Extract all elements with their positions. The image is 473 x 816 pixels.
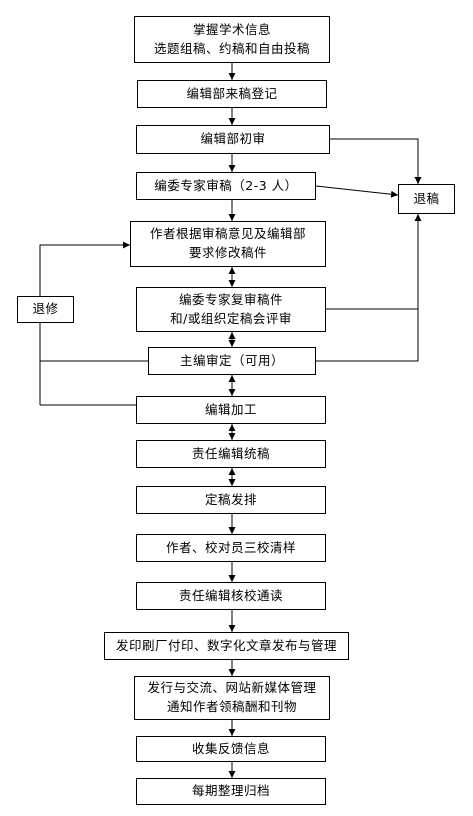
- step-compile: 责任编辑统稿: [136, 440, 326, 468]
- step-final-check: 责任编辑核校通读: [136, 582, 326, 610]
- arrow-n7-reject: [316, 214, 422, 362]
- step-text: 要求修改稿件: [188, 245, 267, 260]
- step-distribution: 发行与交流、网站新媒体管理 通知作者领稿酬和刊物: [134, 676, 330, 720]
- step-text: 编委专家审稿（2-3 人）: [154, 177, 298, 193]
- step-text: 主编审定（可用）: [179, 352, 284, 368]
- step-author-revision: 作者根据审稿意见及编辑部 要求修改稿件: [130, 221, 326, 267]
- node-revise: 退修: [17, 296, 74, 323]
- arrow-n3-reject: [330, 138, 422, 184]
- step-text: 责任编辑核校通读: [178, 587, 283, 603]
- step-proofread: 作者、校对员三校清样: [136, 534, 326, 562]
- step-text: 选题组稿、约稿和自由投稿: [153, 40, 310, 56]
- step-text: 编辑部来稿登记: [186, 85, 278, 101]
- step-text: 和/或组织定稿会评审: [170, 310, 292, 326]
- step-initial-review: 编辑部初审: [136, 125, 330, 154]
- step-registration: 编辑部来稿登记: [137, 80, 327, 108]
- step-select-manuscripts: 掌握学术信息 选题组稿、约稿和自由投稿: [134, 16, 330, 63]
- step-editor-approval: 主编审定（可用）: [148, 347, 316, 375]
- step-text: 发行与交流、网站新媒体管理: [147, 680, 317, 696]
- step-feedback: 收集反馈信息: [136, 736, 326, 762]
- arrow-n6-reject: [326, 214, 419, 310]
- step-print-publish: 发印刷厂付印、数字化文章发布与管理: [104, 632, 349, 660]
- step-text: 编辑加工: [204, 401, 257, 417]
- step-text: 作者、校对员三校清样: [165, 539, 296, 555]
- step-archive: 每期整理归档: [136, 778, 326, 805]
- step-typeset: 定稿发排: [136, 486, 326, 514]
- step-text: 发印刷厂付印、数字化文章发布与管理: [115, 637, 337, 653]
- node-reject: 退稿: [398, 184, 455, 214]
- arrow-n4-reject: [315, 185, 399, 198]
- step-text: 通知作者领稿酬和刊物: [166, 699, 297, 714]
- step-re-review: 编委专家复审稿件 和/或组织定稿会评审: [136, 287, 326, 332]
- node-text: 退修: [32, 301, 59, 317]
- step-text: 编委专家复审稿件: [178, 291, 283, 307]
- step-text: 掌握学术信息: [192, 21, 271, 37]
- step-text: 收集反馈信息: [191, 740, 270, 756]
- arrow-revise-n5: [39, 241, 130, 296]
- step-peer-review: 编委专家审稿（2-3 人）: [136, 172, 316, 200]
- step-editing: 编辑加工: [136, 396, 326, 424]
- step-text: 责任编辑统稿: [191, 445, 270, 461]
- node-text: 退稿: [413, 190, 440, 206]
- step-text: 每期整理归档: [191, 783, 270, 799]
- step-text: 作者根据审稿意见及编辑部: [149, 226, 306, 242]
- step-text: 定稿发排: [204, 491, 257, 507]
- step-text: 编辑部初审: [200, 131, 266, 147]
